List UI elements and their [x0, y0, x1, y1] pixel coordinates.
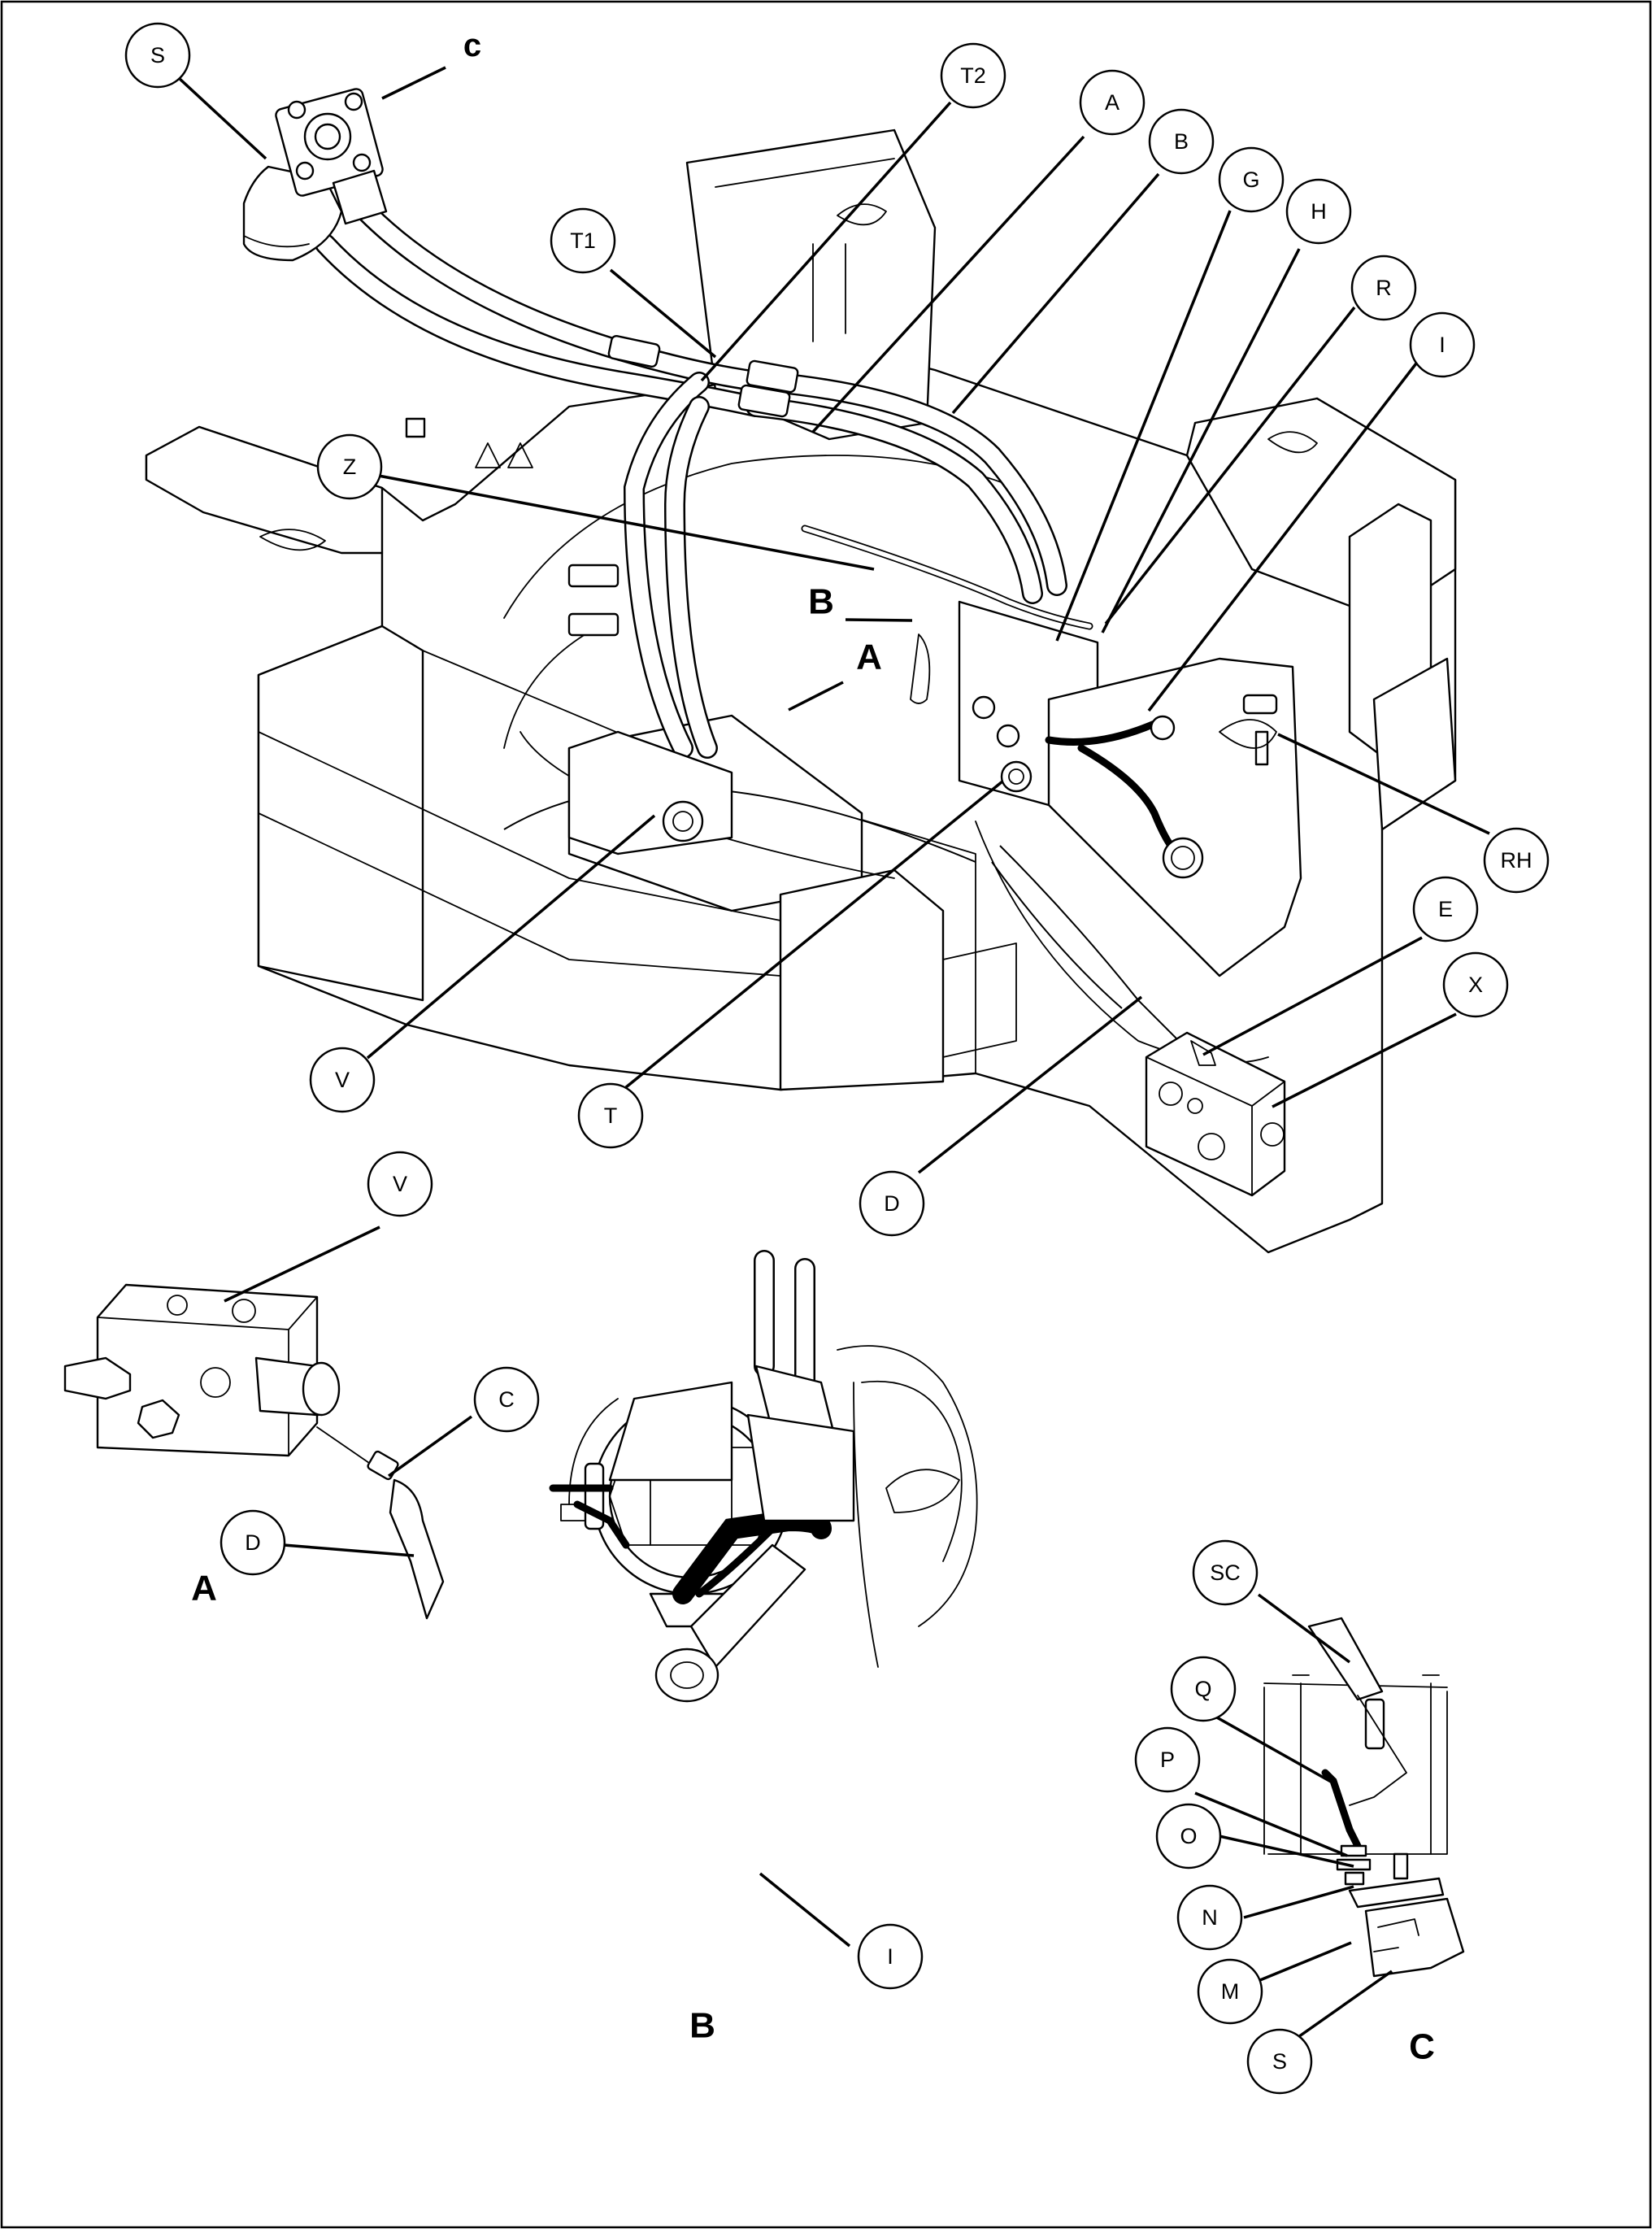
view-label-B: B [689, 2006, 715, 2046]
callout-I-detail: I [857, 1923, 924, 1990]
callout-H: H [1285, 178, 1352, 245]
callout-label-D-main: D [884, 1191, 900, 1216]
callout-S-top: S [124, 22, 191, 89]
callout-label-X: X [1468, 973, 1483, 997]
callout-V-detail: V [367, 1151, 433, 1217]
callout-label-R: R [1376, 276, 1392, 300]
callout-N: N [1176, 1884, 1243, 1951]
callout-label-C: C [498, 1387, 515, 1412]
callout-I-top: I [1409, 311, 1476, 378]
callout-O: O [1155, 1803, 1222, 1870]
callout-SC: SC [1192, 1539, 1259, 1606]
view-label-C: C [1409, 2027, 1435, 2067]
callout-label-P: P [1160, 1748, 1175, 1772]
callout-P: P [1134, 1726, 1201, 1793]
callout-T1: T1 [550, 207, 616, 274]
callout-label-D-detail: D [245, 1530, 261, 1555]
callout-E: E [1412, 876, 1479, 942]
main-assembly-drawing [145, 88, 1457, 1254]
detail-b-drawing [549, 1250, 978, 1703]
callout-label-S-top: S [150, 43, 165, 67]
callout-label-A: A [1105, 90, 1119, 115]
view-ref-A-main: A [856, 638, 882, 677]
callout-label-N: N [1202, 1905, 1218, 1930]
view-ref-B-main: B [808, 582, 834, 622]
callout-label-Z: Z [343, 455, 357, 479]
callout-label-V-main: V [335, 1068, 350, 1092]
callout-Q: Q [1170, 1656, 1237, 1722]
callout-label-I-top: I [1439, 333, 1446, 357]
callout-RH: RH [1483, 827, 1550, 894]
view-label-A: A [191, 1569, 217, 1608]
callout-label-E: E [1438, 897, 1453, 921]
callout-label-RH: RH [1501, 848, 1532, 873]
detail-c-drawing [1263, 1617, 1465, 1978]
callout-G: G [1218, 146, 1285, 213]
view-ref-c: c [463, 28, 481, 63]
callout-label-B: B [1174, 129, 1189, 154]
callout-B: B [1148, 108, 1215, 175]
callout-C: C [473, 1366, 540, 1433]
callout-Z: Z [316, 433, 383, 500]
callout-T: T [577, 1082, 644, 1149]
callout-label-SC: SC [1210, 1560, 1241, 1585]
callout-M: M [1197, 1958, 1263, 2025]
callout-label-Q: Q [1194, 1677, 1211, 1701]
callout-label-T2: T2 [960, 63, 986, 88]
callout-A: A [1079, 69, 1146, 136]
callout-label-I-detail: I [887, 1944, 893, 1969]
callout-label-M: M [1221, 1979, 1240, 2004]
leader-lines [177, 66, 1490, 2040]
callout-T2: T2 [940, 42, 1006, 109]
callout-label-T: T [604, 1103, 618, 1128]
callout-label-T1: T1 [570, 229, 596, 253]
callout-label-O: O [1180, 1824, 1197, 1848]
callout-label-H: H [1311, 199, 1327, 224]
detail-a-drawing [63, 1283, 445, 1620]
callout-D-main: D [859, 1170, 925, 1237]
callout-label-G: G [1242, 168, 1259, 192]
callout-X: X [1442, 951, 1509, 1018]
callout-S-detail: S [1246, 2028, 1313, 2095]
callout-R: R [1350, 255, 1417, 321]
callout-D-detail: D [220, 1509, 286, 1576]
callout-label-S-detail: S [1272, 2049, 1287, 2074]
callout-label-V-detail: V [393, 1172, 407, 1196]
callout-V-main: V [309, 1047, 376, 1113]
steering-unit [242, 88, 388, 262]
